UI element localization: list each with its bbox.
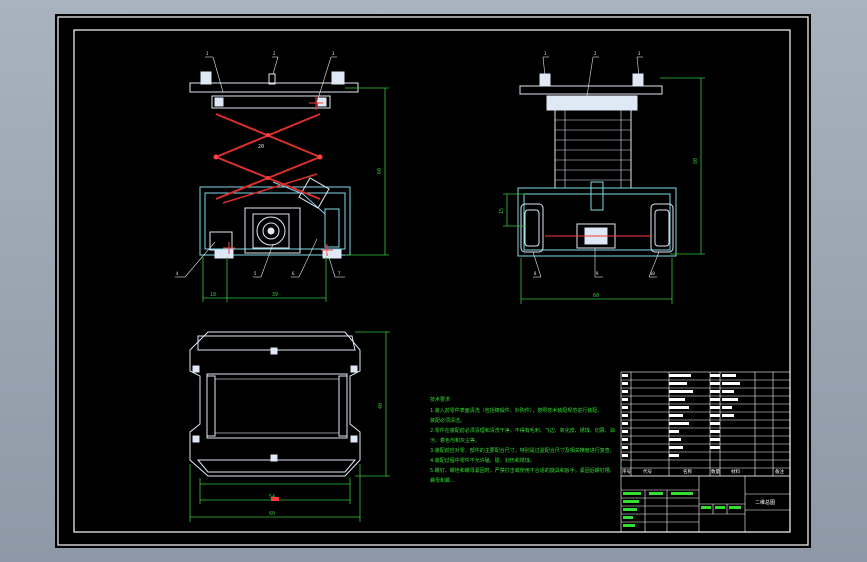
dim-side-height: 80: [693, 158, 699, 164]
svg-text:序号: 序号: [622, 468, 631, 475]
svg-text:2: 2: [594, 51, 597, 56]
front-view: [189, 71, 359, 259]
side-balloon-labels: 1 2 3 8 9 10: [534, 51, 655, 276]
notes-heading: 技术要求: [430, 396, 450, 403]
svg-text:1.装入前零件表面清洗（包括铸锻件、外购件），按照技术装配规: 1.装入前零件表面清洗（包括铸锻件、外购件），按照技术装配规范进行装配。: [430, 407, 602, 414]
cad-viewport[interactable]: 60 18 39 20 1 2 3 4 5 6 7: [55, 14, 811, 548]
inner-frame: [73, 29, 791, 533]
technical-notes: 技术要求 1.装入前零件表面清洗（包括铸锻件、外购件），按照技术装配规范进行装配…: [430, 396, 615, 484]
svg-text:1: 1: [206, 51, 209, 56]
svg-text:3: 3: [332, 51, 335, 56]
dim-side-bottom-width: 60: [593, 293, 599, 299]
svg-text:4: 4: [176, 271, 179, 276]
dim-front-bottom-width: 39: [272, 292, 278, 298]
title-block-fields: [623, 492, 741, 527]
svg-text:7: 7: [338, 271, 341, 276]
svg-text:备注: 备注: [775, 468, 784, 475]
svg-text:2: 2: [273, 51, 276, 56]
svg-text:1: 1: [544, 51, 547, 56]
svg-text:5: 5: [254, 271, 257, 276]
front-dimensions: [202, 87, 389, 302]
dim-front-bottom-left: 18: [210, 292, 216, 298]
side-view: [517, 73, 677, 257]
svg-text:5.螺钉、螺栓和螺母紧固时，严禁打击或使用不合适的旋具和扳手: 5.螺钉、螺栓和螺母紧固时，严禁打击或使用不合适的旋具和扳手。紧固后螺钉槽、: [430, 467, 615, 474]
svg-text:材料: 材料: [731, 468, 740, 475]
dim-arm: 20: [258, 144, 264, 150]
dim-front-height: 60: [377, 168, 383, 174]
title-block: [620, 475, 791, 533]
side-dimensions: [503, 77, 705, 304]
parts-list-header: 序号 代号 名称 数量 材料 备注: [622, 468, 784, 475]
dim-side-left-small: 15: [499, 208, 505, 214]
dim-plan-width: 60: [269, 511, 275, 517]
svg-text:数量: 数量: [711, 468, 720, 475]
svg-text:4.装配过程中零件不允许磕、碰、划伤和锈蚀。: 4.装配过程中零件不允许磕、碰、划伤和锈蚀。: [430, 457, 535, 464]
parts-list-dummy-text: [622, 374, 740, 457]
outer-frame: [57, 16, 809, 546]
dim-plan-height: 40: [378, 403, 384, 409]
svg-text:6: 6: [292, 271, 295, 276]
svg-text:9: 9: [596, 271, 599, 276]
svg-text:8: 8: [534, 271, 537, 276]
svg-text:代号: 代号: [643, 468, 652, 475]
parts-list: [620, 371, 791, 477]
svg-text:3.装配前应对零、部件的主要配合尺寸，特别是过盈配合尺寸及相: 3.装配前应对零、部件的主要配合尺寸，特别是过盈配合尺寸及相关精度进行复查。: [430, 447, 615, 454]
svg-text:螺母和螺...: 螺母和螺...: [430, 477, 455, 484]
front-scissor-arms: [215, 113, 321, 204]
svg-text:装配必须清洁。: 装配必须清洁。: [430, 417, 465, 424]
front-balloon-labels: 1 2 3 4 5 6 7: [176, 51, 341, 276]
svg-text:污、着色剂和灰尘等。: 污、着色剂和灰尘等。: [430, 437, 480, 444]
plan-view: [189, 331, 361, 477]
front-top-platform: [189, 82, 359, 93]
svg-text:2.零件在装配前必须清理和清洗干净，不得有毛刺、飞边、氧化皮: 2.零件在装配前必须清理和清洗干净，不得有毛刺、飞边、氧化皮、锈蚀、切屑、油: [430, 427, 615, 434]
drawing-title: 二维总图: [755, 499, 775, 506]
svg-text:名称: 名称: [683, 468, 692, 475]
cad-drawing: 60 18 39 20 1 2 3 4 5 6 7: [57, 16, 809, 546]
svg-text:3: 3: [638, 51, 641, 56]
svg-text:10: 10: [650, 271, 655, 276]
